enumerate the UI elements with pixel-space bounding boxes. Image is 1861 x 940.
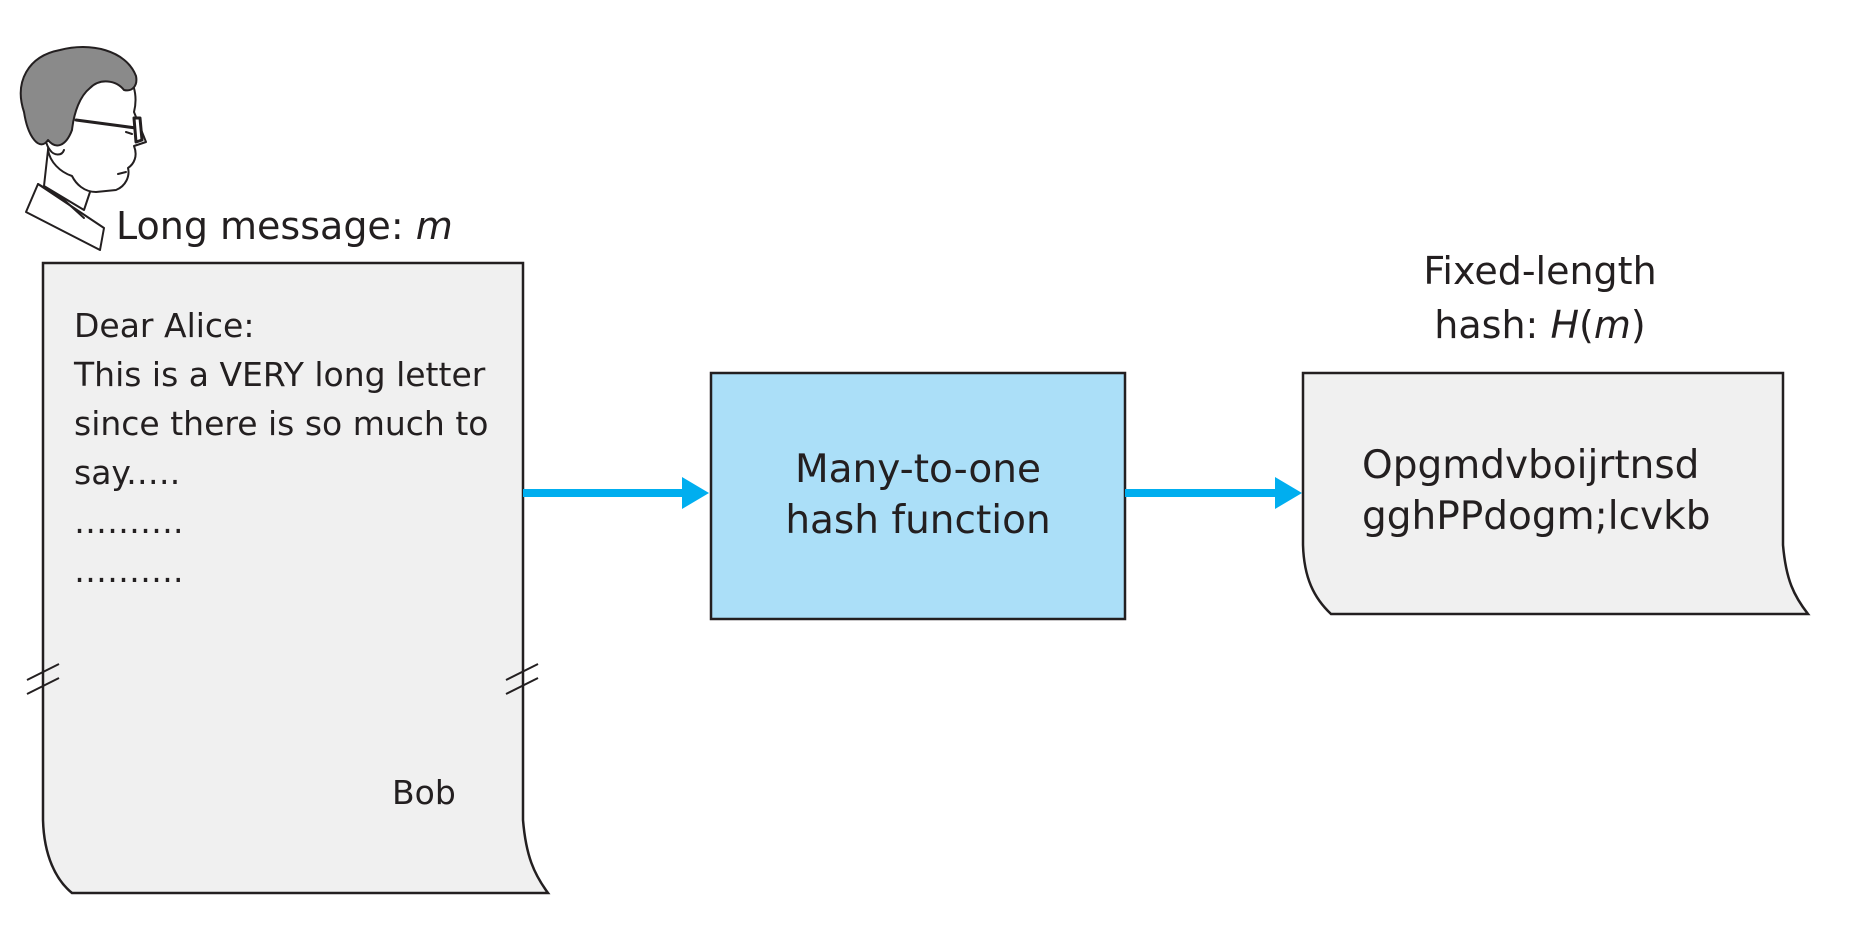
page-break-mark-left [26,663,60,695]
letter-line: ………. [74,502,184,541]
arrow-hash-to-output [1125,477,1302,509]
arrow-letter-to-hash [523,477,709,509]
hash-function-box [709,371,1127,621]
hash-output-document [1301,371,1811,616]
long-message-label: Long message: m [116,204,453,248]
open-paren: ( [1579,303,1594,347]
message-variable: m [415,204,453,248]
hash-function-label-line1: Many-to-one [795,447,1041,492]
page-break-mark-right [505,663,539,695]
letter-line: say.…. [74,453,181,492]
long-message-label-text: Long message: [116,204,416,248]
fixed-length-label-line2: hash: H(m) [1360,298,1720,352]
hash-value-line: Opgmdvboijrtnsd [1362,443,1700,488]
letter-line: This is a VERY long letter [74,355,486,394]
hash-value-line: gghPPdogm;lcvkb [1362,494,1711,539]
hash-function-label-line2: hash function [785,498,1051,543]
message-variable: m [1593,303,1631,347]
letter-line: Dear Alice: [74,306,255,345]
fixed-length-label-line1: Fixed-length [1423,249,1657,293]
hash-function-symbol: H [1550,303,1580,347]
letter-document [41,261,551,895]
person-with-glasses-icon [19,46,147,251]
letter-body: Dear Alice: This is a VERY long letter s… [74,301,488,595]
hash-label-text: hash: [1434,303,1551,347]
fixed-length-hash-label: Fixed-length hash: H(m) [1360,244,1720,352]
close-paren: ) [1630,303,1646,347]
hash-value: Opgmdvboijrtnsd gghPPdogm;lcvkb [1362,440,1710,542]
letter-signature: Bob [392,773,456,812]
letter-line: since there is so much to [74,404,489,443]
hash-function-label: Many-to-one hash function [711,444,1125,546]
letter-line: ………. [74,551,184,590]
